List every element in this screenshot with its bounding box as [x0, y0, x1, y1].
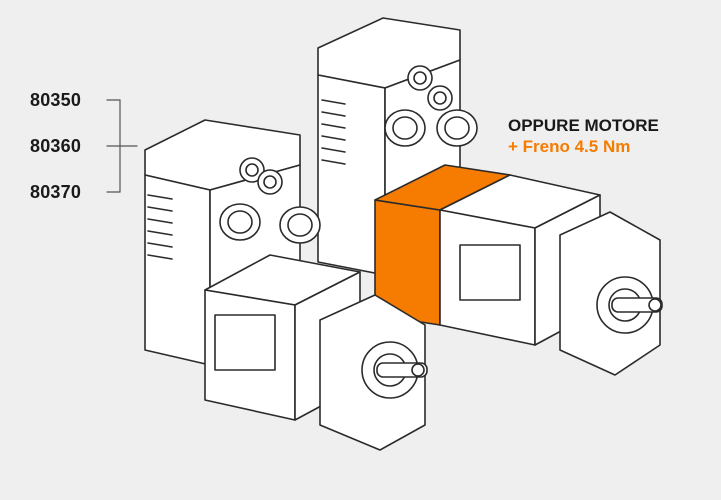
motor-with-brake [317, 17, 663, 376]
cooling-fins-front [147, 194, 173, 260]
product-code-80360: 80360 [30, 136, 82, 156]
cooling-fins-back [321, 99, 346, 165]
connectors-back [384, 65, 478, 147]
motor-standard [144, 119, 428, 451]
product-code-80370: 80370 [30, 182, 82, 202]
product-code-80350: 80350 [30, 90, 82, 110]
codes-bracket [106, 99, 138, 193]
callout-subtitle: + Freno 4.5 Nm [508, 137, 631, 156]
callout-title: OPPURE MOTORE [508, 116, 659, 135]
connectors-front [219, 157, 321, 244]
